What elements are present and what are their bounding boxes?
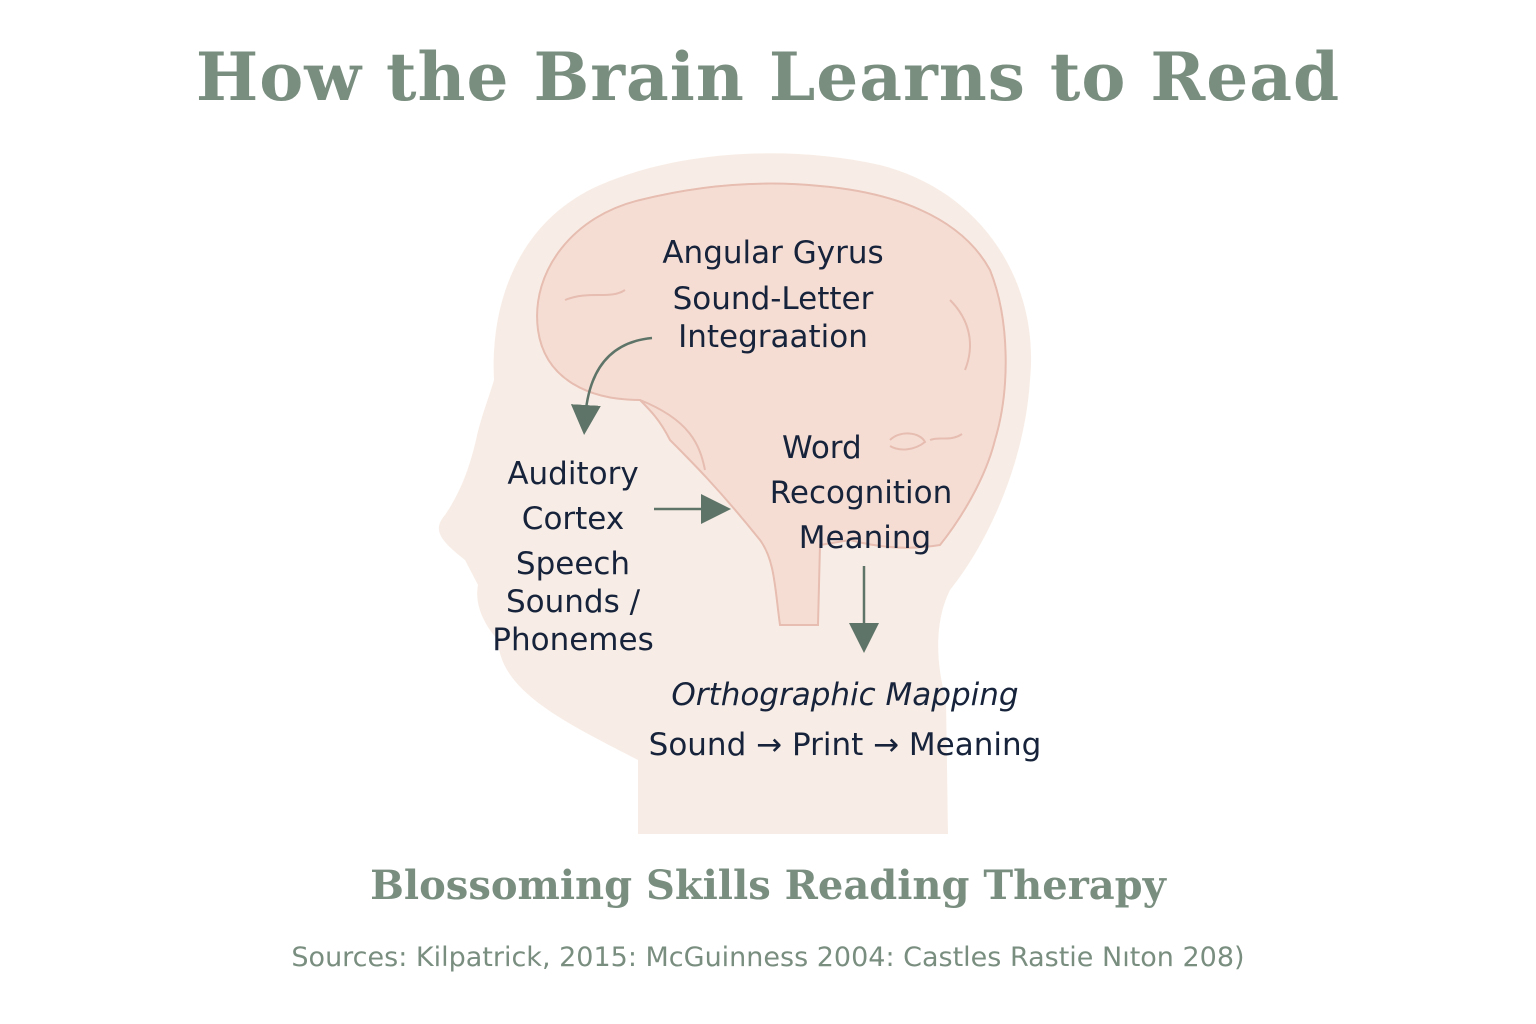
orthographic-mapping-label: Orthographic Mapping Sound → Print → Mea… xyxy=(640,670,1050,770)
brand-name: Blossoming Skills Reading Therapy xyxy=(370,862,1166,909)
auditory-cortex-title-line: Auditory xyxy=(507,456,639,492)
brain-fold xyxy=(564,289,626,301)
sources-citation: Sources: Kilpatrick, 2015: McGuinness 20… xyxy=(291,942,1245,973)
page-title: How the Brain Learns to Read xyxy=(195,38,1341,116)
brain-fold xyxy=(889,432,927,451)
brain-fold xyxy=(639,399,706,471)
orthographic-mapping-sequence: Sound → Print → Meaning xyxy=(648,727,1042,763)
auditory-function-line: Phonemes xyxy=(492,622,654,658)
auditory-cortex-title-line: Cortex xyxy=(521,501,625,537)
auditory-cortex-function: Speech Sounds / Phonemes xyxy=(480,545,666,659)
orthographic-mapping-title: Orthographic Mapping xyxy=(671,677,1019,713)
arrow-angular-to-auditory xyxy=(570,336,653,435)
brain-fold xyxy=(929,433,963,441)
brain-fold xyxy=(949,299,971,371)
auditory-cortex-label: Auditory Cortex xyxy=(490,452,656,542)
word-recognition-label: Word Recognition Meaning xyxy=(756,426,966,561)
auditory-function-line: Speech xyxy=(515,546,631,582)
angular-gyrus-title: Angular Gyrus xyxy=(662,235,884,271)
angular-gyrus-function-line: Integraation xyxy=(678,319,868,355)
angular-gyrus-label: Angular Gyrus Sound-Letter Integraation xyxy=(640,234,906,356)
brain-shape xyxy=(536,182,1007,626)
word-recognition-line: Recognition xyxy=(769,475,953,511)
angular-gyrus-function-line: Sound-Letter xyxy=(672,281,874,317)
auditory-function-line: Sounds / xyxy=(505,584,641,620)
word-recognition-line: Meaning xyxy=(798,520,932,556)
word-recognition-line: Word xyxy=(782,430,862,466)
